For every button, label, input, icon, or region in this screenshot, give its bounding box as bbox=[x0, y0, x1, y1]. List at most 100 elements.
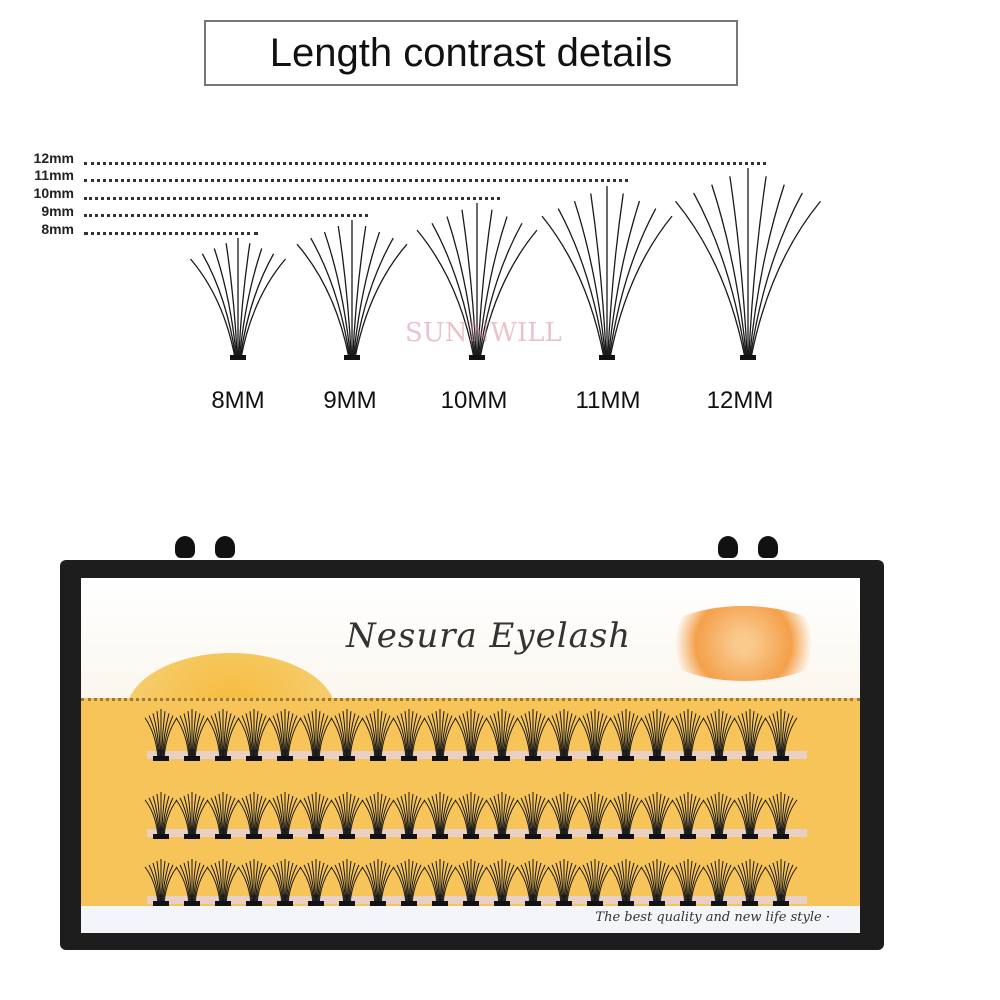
lash-cluster bbox=[764, 792, 798, 839]
dotted-line-11 bbox=[84, 179, 628, 182]
lash-cluster bbox=[485, 709, 519, 761]
lash-cluster bbox=[330, 859, 364, 906]
case-knob bbox=[718, 536, 738, 558]
lash-cluster bbox=[392, 792, 426, 839]
lash-cluster bbox=[733, 709, 767, 761]
title-box: Length contrast details bbox=[204, 20, 738, 86]
length-label-11: 11MM bbox=[575, 387, 641, 414]
tagline: The best quality and new life style · bbox=[595, 910, 830, 925]
scale-label-10: 10mm bbox=[33, 185, 74, 201]
lash-cluster bbox=[485, 792, 519, 839]
lash-cluster bbox=[423, 859, 457, 906]
lash-cluster bbox=[454, 709, 488, 761]
lash-fan-11MM bbox=[541, 186, 673, 360]
case-knob bbox=[175, 536, 195, 558]
lash-cluster bbox=[423, 792, 457, 839]
lash-cluster bbox=[454, 859, 488, 906]
lash-cluster bbox=[144, 792, 178, 839]
scale-label-12: 12mm bbox=[33, 150, 74, 166]
length-label-8: 8MM bbox=[211, 387, 265, 414]
title: Length contrast details bbox=[269, 30, 673, 75]
lash-cluster bbox=[423, 709, 457, 761]
lash-cluster bbox=[640, 859, 674, 906]
eyelash-card: Nesura Eyelash The best quality and new … bbox=[81, 578, 860, 933]
lash-cluster bbox=[454, 792, 488, 839]
dotted-line-10 bbox=[84, 197, 500, 200]
lash-cluster bbox=[516, 792, 550, 839]
lash-cluster bbox=[609, 709, 643, 761]
lash-cluster bbox=[609, 859, 643, 906]
lash-cluster bbox=[516, 859, 550, 906]
lash-strip bbox=[147, 896, 807, 904]
lash-cluster bbox=[299, 859, 333, 906]
length-label-9: 9MM bbox=[323, 387, 377, 414]
lash-cluster bbox=[547, 709, 581, 761]
scale-label-11: 11mm bbox=[34, 167, 74, 183]
lash-cluster bbox=[299, 709, 333, 761]
lash-cluster bbox=[671, 709, 705, 761]
lash-cluster bbox=[330, 709, 364, 761]
watermark-logo: SUNNWILL bbox=[405, 318, 562, 348]
length-label-12: 12MM bbox=[706, 387, 774, 414]
lash-fan-10MM bbox=[416, 202, 538, 360]
lash-cluster bbox=[175, 709, 209, 761]
lash-cluster bbox=[144, 709, 178, 761]
lash-cluster bbox=[733, 859, 767, 906]
lash-cluster bbox=[609, 792, 643, 839]
lash-cluster bbox=[547, 859, 581, 906]
lash-cluster bbox=[299, 792, 333, 839]
lash-cluster bbox=[361, 859, 395, 906]
lash-cluster bbox=[516, 709, 550, 761]
lash-cluster bbox=[702, 709, 736, 761]
lash-cluster bbox=[144, 859, 178, 906]
dotted-line-8 bbox=[84, 232, 258, 235]
lash-cluster bbox=[268, 709, 302, 761]
lash-strip bbox=[147, 829, 807, 837]
lash-cluster bbox=[764, 859, 798, 906]
lash-cluster bbox=[206, 792, 240, 839]
lash-cluster bbox=[268, 859, 302, 906]
lash-cluster bbox=[485, 859, 519, 906]
case-knob bbox=[758, 536, 778, 558]
lash-cluster bbox=[764, 709, 798, 761]
lash-cluster bbox=[702, 792, 736, 839]
lash-fan-9MM bbox=[296, 220, 408, 360]
lash-cluster bbox=[671, 792, 705, 839]
lash-cluster bbox=[702, 859, 736, 906]
lash-fan-8MM bbox=[190, 238, 286, 360]
lash-cluster bbox=[361, 792, 395, 839]
lash-cluster bbox=[237, 709, 271, 761]
lash-tray bbox=[81, 698, 860, 909]
lash-cluster bbox=[578, 792, 612, 839]
lash-cluster bbox=[392, 859, 426, 906]
lash-cluster bbox=[671, 859, 705, 906]
lash-cluster bbox=[361, 709, 395, 761]
lash-cluster bbox=[268, 792, 302, 839]
lash-rows bbox=[144, 709, 798, 906]
tagline-band: The best quality and new life style · bbox=[81, 906, 860, 933]
lash-cluster bbox=[237, 792, 271, 839]
scale-label-9: 9mm bbox=[41, 203, 74, 219]
length-label-10: 10MM bbox=[440, 387, 508, 414]
lash-fan-12MM bbox=[674, 167, 822, 360]
lash-cluster bbox=[392, 709, 426, 761]
lash-cluster bbox=[640, 792, 674, 839]
lash-cluster bbox=[206, 859, 240, 906]
case-knob bbox=[215, 536, 235, 558]
lash-cluster bbox=[578, 709, 612, 761]
lash-cluster bbox=[578, 859, 612, 906]
sunset-illustration bbox=[656, 606, 831, 681]
dotted-line-9 bbox=[84, 214, 368, 217]
lash-fans-illustration bbox=[190, 167, 822, 360]
lash-cluster bbox=[206, 709, 240, 761]
scale-label-8: 8mm bbox=[41, 221, 74, 237]
lash-cluster bbox=[733, 792, 767, 839]
lash-cluster bbox=[547, 792, 581, 839]
lash-cluster bbox=[175, 859, 209, 906]
brand-name: Nesura Eyelash bbox=[346, 616, 632, 656]
lash-cluster bbox=[175, 792, 209, 839]
lash-strip bbox=[147, 751, 807, 759]
lash-cluster bbox=[640, 709, 674, 761]
card-header: Nesura Eyelash bbox=[81, 578, 860, 773]
dotted-line-12 bbox=[84, 162, 766, 165]
